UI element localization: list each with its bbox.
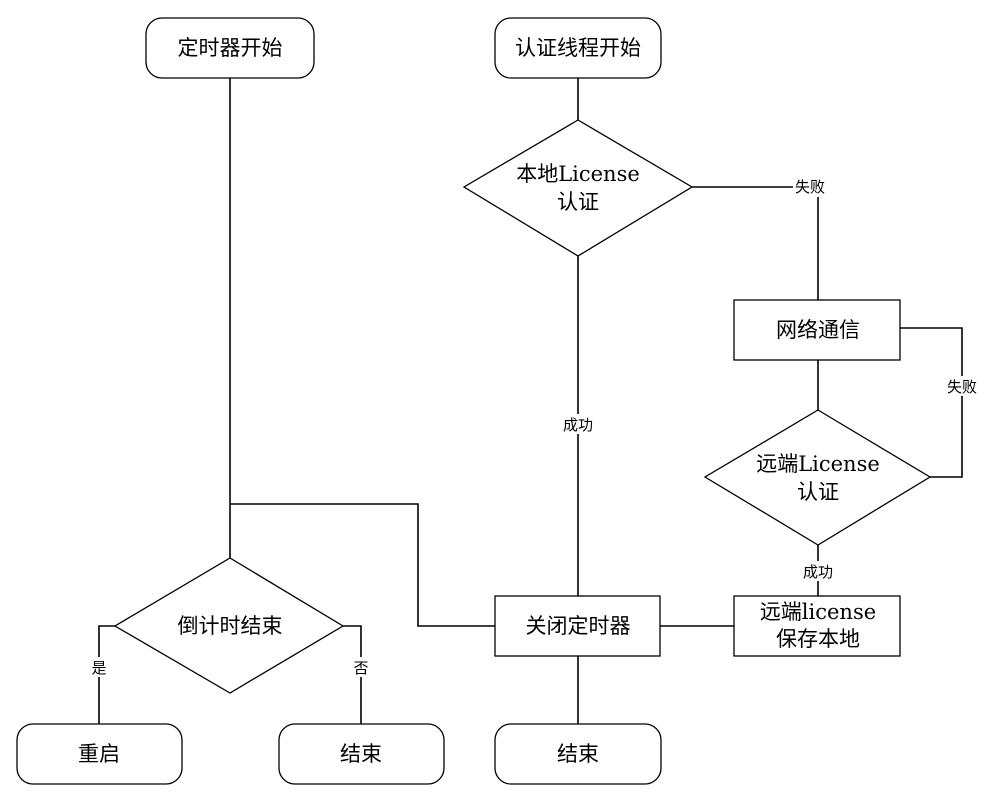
node-auth-thread-start: 认证线程开始	[494, 17, 662, 79]
save-remote-text-2: 保存本地	[776, 627, 860, 651]
timer-start-text: 定时器开始	[178, 36, 283, 60]
network-text: 网络通信	[776, 318, 860, 342]
node-remote-license-decision: 远端License 认证	[703, 409, 932, 546]
remote-license-text-1: 远端License	[756, 452, 880, 476]
label-yes: 是	[91, 659, 106, 677]
auth-thread-start-text: 认证线程开始	[515, 36, 641, 60]
edge-labels: 失败 成功 失败 成功 是 否	[89, 177, 980, 677]
node-close-timer: 关闭定时器	[494, 595, 661, 657]
edge-no	[343, 625, 362, 724]
node-local-license-decision: 本地License 认证	[462, 119, 694, 257]
end-center-text: 结束	[557, 742, 599, 766]
close-timer-text: 关闭定时器	[526, 614, 631, 638]
edge-remote-fail	[900, 327, 963, 478]
local-license-text-1: 本地License	[516, 162, 640, 186]
restart-text: 重启	[78, 742, 120, 766]
label-local-fail: 失败	[795, 178, 825, 196]
node-end-left: 结束	[278, 723, 445, 785]
countdown-text: 倒计时结束	[178, 614, 283, 638]
local-license-text-2: 认证	[557, 190, 599, 214]
node-timer-start: 定时器开始	[145, 17, 315, 79]
end-left-text: 结束	[340, 742, 382, 766]
label-remote-success: 成功	[803, 563, 833, 581]
node-countdown-decision: 倒计时结束	[113, 557, 345, 694]
label-no: 否	[353, 659, 368, 677]
node-end-center: 结束	[494, 723, 662, 785]
edge-local-fail	[692, 186, 819, 300]
label-local-success: 成功	[563, 416, 593, 434]
node-save-remote-license: 远端license 保存本地	[733, 595, 901, 657]
node-network: 网络通信	[733, 299, 901, 361]
label-remote-fail: 失败	[947, 378, 977, 396]
edge-branch-to-close-timer	[230, 503, 495, 627]
node-restart: 重启	[16, 723, 183, 785]
remote-license-text-2: 认证	[797, 480, 839, 504]
save-remote-text-1: 远端license	[760, 600, 876, 624]
edge-yes	[98, 625, 115, 724]
